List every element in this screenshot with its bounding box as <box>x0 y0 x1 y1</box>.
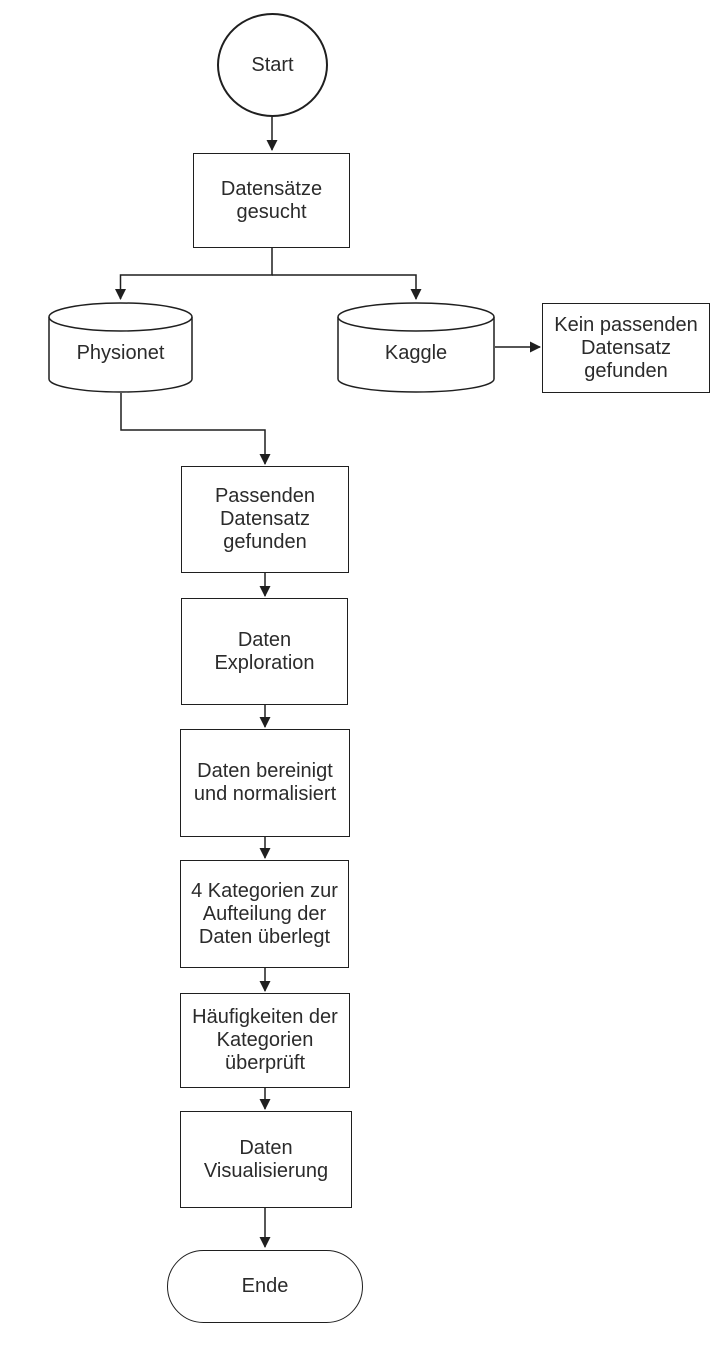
node-label-start: Start <box>251 53 294 76</box>
node-label-daten-bereinigt: Daten bereinigt und normalisiert <box>193 760 337 805</box>
node-label-vier-kategorien: 4 Kategorien zur Aufteilung der Daten üb… <box>191 879 338 948</box>
node-label-daten-visualisierung: Daten Visualisierung <box>203 1136 329 1182</box>
flowchart-node-kaggle: Kaggle <box>337 302 495 393</box>
node-label-kein-passenden-datensatz: Kein passenden Datensatz gefunden <box>554 313 698 382</box>
node-label-haeufigkeiten: Häufigkeiten der Kategorien überprüft <box>192 1006 338 1074</box>
flowchart-node-daten-visualisierung: Daten Visualisierung <box>180 1111 352 1208</box>
connector-datensaetze-to-kaggle <box>272 274 422 300</box>
flowchart-node-ende: Ende <box>167 1250 363 1323</box>
flowchart-node-kein-passenden-datensatz: Kein passenden Datensatz gefunden <box>542 303 710 393</box>
database-cylinder-icon <box>337 302 495 393</box>
node-label-datensaetze-gesucht: Datensätze gesucht <box>220 177 323 223</box>
flowchart-node-physionet: Physionet <box>48 302 193 393</box>
flowchart-node-daten-bereinigt: Daten bereinigt und normalisiert <box>180 729 350 837</box>
flowchart-node-haeufigkeiten: Häufigkeiten der Kategorien überprüft <box>180 993 350 1088</box>
node-label-passenden-datensatz: Passenden Datensatz gefunden <box>214 485 316 553</box>
node-label-physionet: Physionet <box>76 342 165 364</box>
flowchart-node-datensaetze-gesucht: Datensätze gesucht <box>193 153 350 248</box>
node-label-daten-exploration: Daten Exploration <box>214 628 315 674</box>
database-cylinder-icon <box>48 302 193 393</box>
flowchart-node-start: Start <box>217 13 328 117</box>
flowchart-node-daten-exploration: Daten Exploration <box>181 598 348 705</box>
node-label-ende: Ende <box>241 1275 289 1297</box>
flowchart-node-vier-kategorien: 4 Kategorien zur Aufteilung der Daten üb… <box>180 860 349 968</box>
flowchart-node-passenden-datensatz: Passenden Datensatz gefunden <box>181 466 349 573</box>
connector-datensaetze-to-physionet <box>115 248 273 300</box>
node-label-kaggle: Kaggle <box>384 342 448 364</box>
connector-physionet-to-passenden <box>120 393 271 465</box>
